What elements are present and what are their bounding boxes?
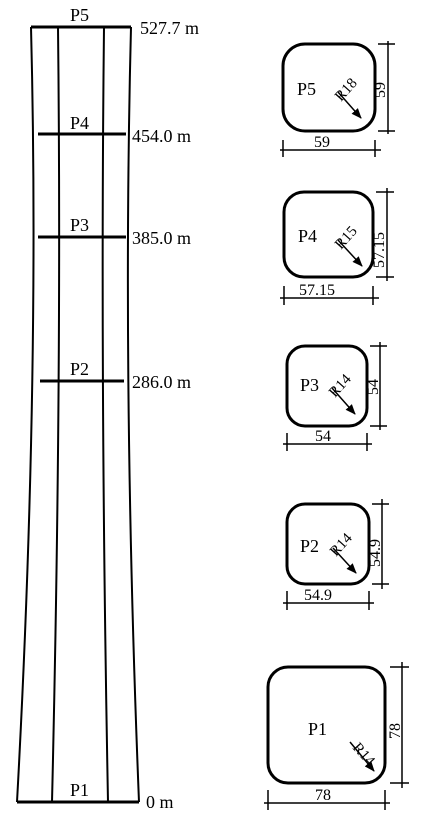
elevation-label-p1: 0 m: [146, 792, 174, 812]
width-label-p4: 57.15: [299, 282, 335, 299]
width-label-p1: 78: [315, 787, 331, 804]
tower-elevation: [16, 25, 140, 804]
station-label-p5: P5: [70, 5, 89, 25]
height-label-p3: 54: [365, 379, 382, 395]
radius-leader-p3: [331, 387, 356, 415]
section-p1: P1 R14 78 78: [264, 662, 409, 810]
section-p2: P2 R14 54.9 54.9: [283, 499, 389, 610]
radius-label-p4: R15: [332, 223, 361, 252]
section-label-p1: P1: [308, 719, 327, 739]
radius-label-p3: R14: [326, 371, 355, 401]
section-label-p2: P2: [300, 536, 319, 556]
section-p3: P3 R14 54 54: [283, 342, 387, 451]
width-label-p2: 54.9: [304, 587, 332, 604]
tower-outer-left-edge: [16, 26, 35, 803]
radius-label-p5: R18: [332, 75, 361, 104]
elevation-label-p5: 527.7 m: [140, 18, 199, 38]
section-outline-p5: [281, 42, 377, 133]
section-p4: P4 R15 57.15 57.15: [280, 188, 394, 305]
section-outline-p3: [285, 344, 369, 428]
elevation-label-p3: 385.0 m: [132, 228, 191, 248]
radius-leader-p2: [332, 547, 357, 574]
radius-leader-p4: [337, 239, 363, 267]
height-label-p2: 54.9: [367, 539, 384, 567]
station-label-p2: P2: [70, 359, 89, 379]
height-label-p5: 59: [372, 82, 389, 98]
elevation-label-p4: 454.0 m: [132, 126, 191, 146]
station-label-p4: P4: [70, 113, 89, 133]
height-label-p4: 57.15: [371, 232, 388, 268]
section-label-p4: P4: [298, 226, 317, 246]
height-label-p1: 78: [387, 723, 404, 739]
radius-leader-p5: [337, 91, 362, 119]
tower-outer-right-edge: [126, 26, 140, 803]
section-outline-p2: [285, 502, 371, 586]
radius-label-p1: R14: [349, 740, 378, 770]
section-label-p3: P3: [300, 375, 319, 395]
tower-inner-right-edge: [101, 26, 109, 803]
elevation-label-p2: 286.0 m: [132, 372, 191, 392]
section-outline-p4: [282, 190, 375, 279]
tower-inner-left-edge: [51, 26, 61, 803]
section-p5: P5 R18 59 59: [280, 41, 395, 157]
section-label-p5: P5: [297, 79, 316, 99]
width-label-p5: 59: [314, 134, 330, 151]
width-label-p3: 54: [315, 428, 331, 445]
section-outline-p1: [266, 665, 387, 785]
radius-leader-p1: [349, 741, 375, 772]
station-label-p1: P1: [70, 780, 89, 800]
radius-label-p2: R14: [327, 530, 356, 560]
station-label-p3: P3: [70, 215, 89, 235]
